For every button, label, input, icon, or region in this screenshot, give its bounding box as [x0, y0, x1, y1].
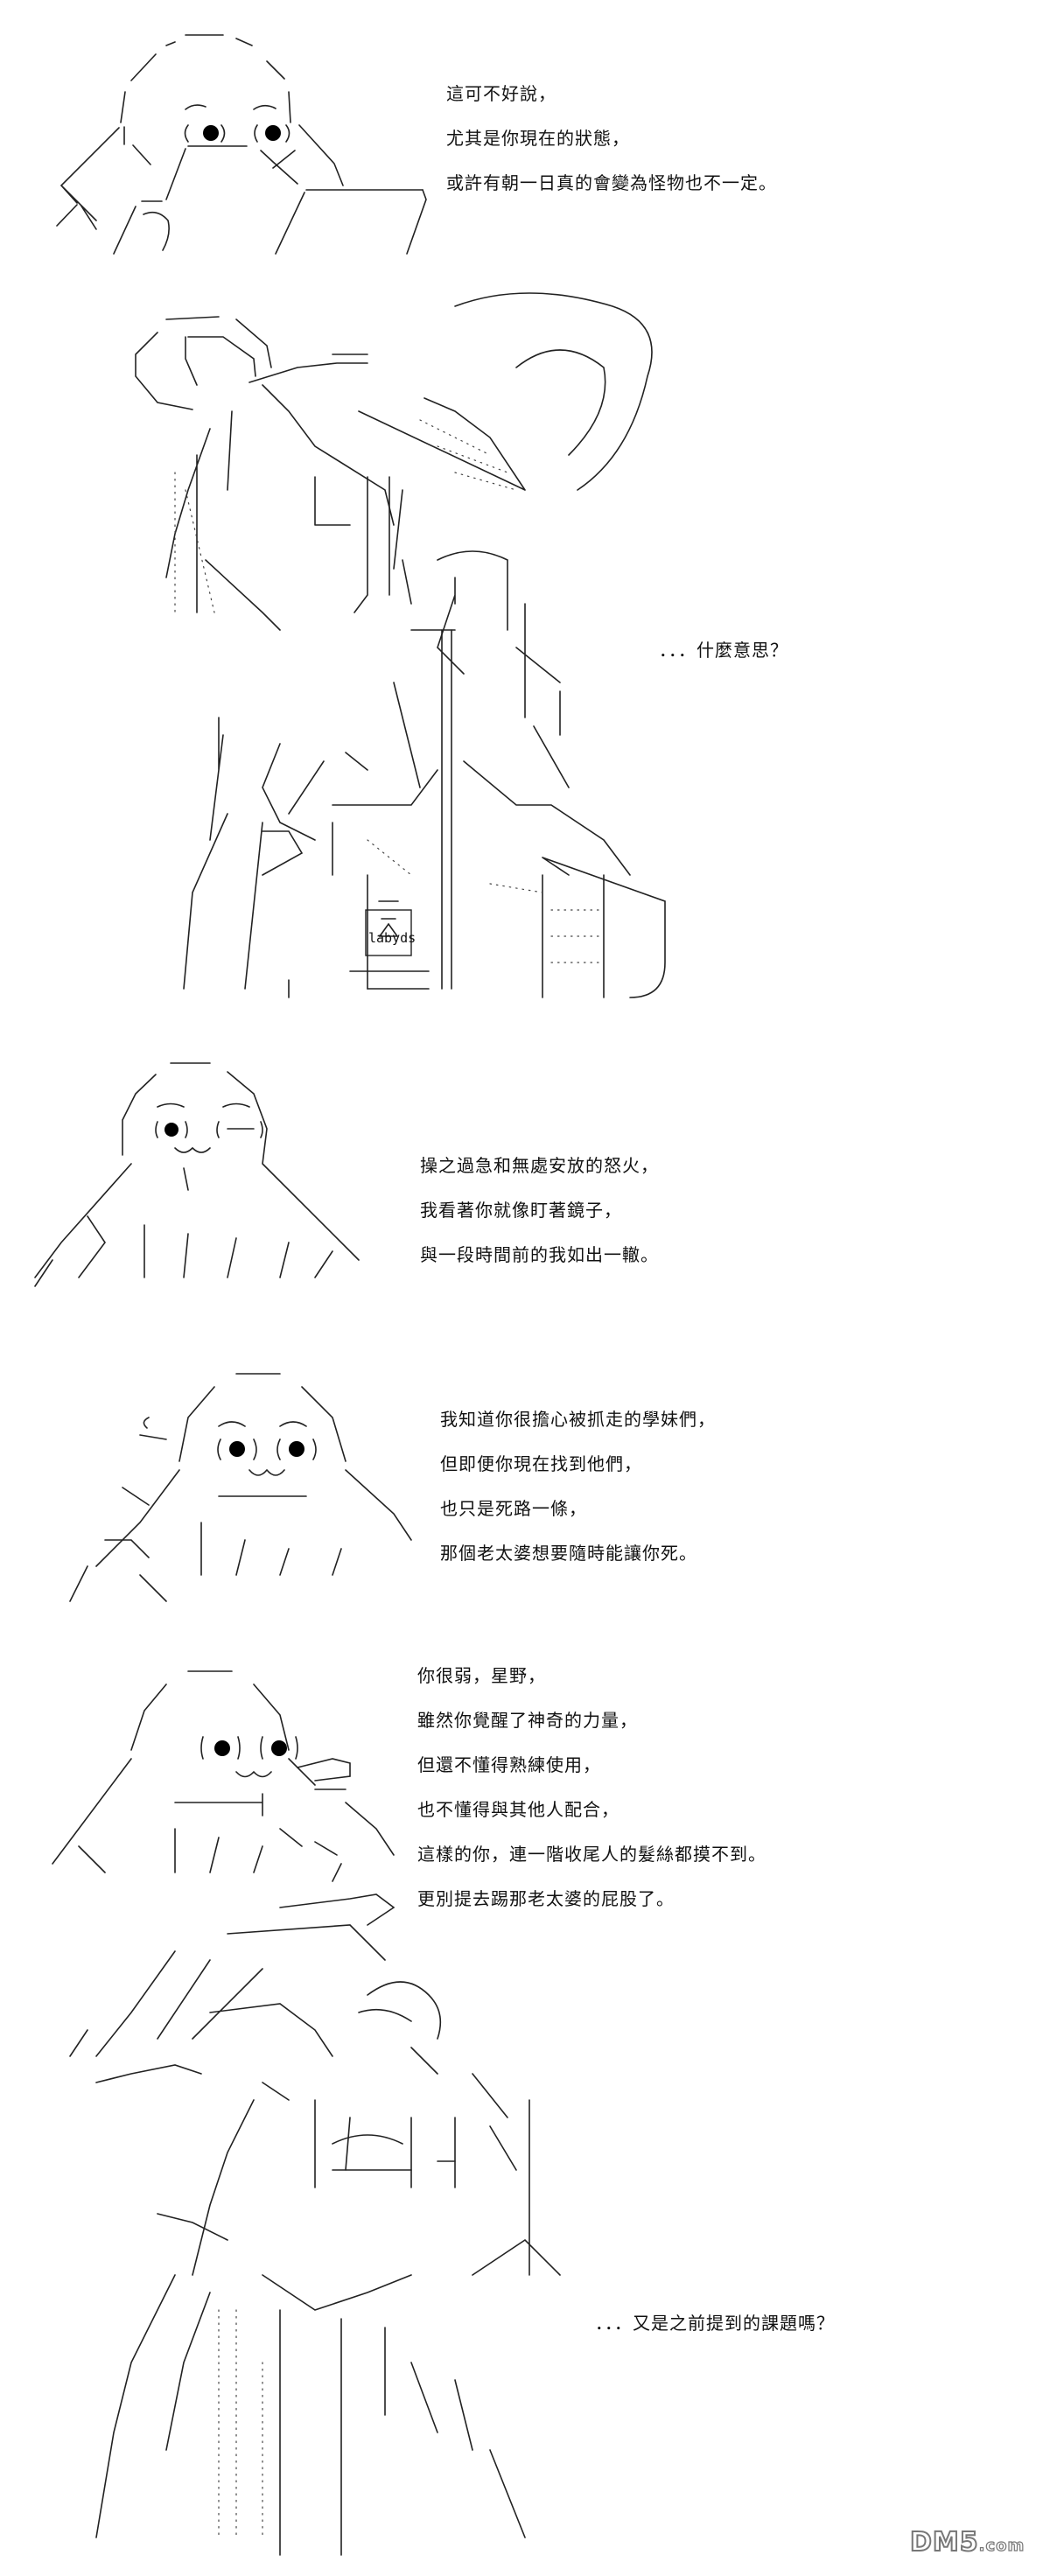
eye-icon	[271, 1740, 287, 1756]
dialogue-line: 我看著你就像盯著鏡子，	[420, 1200, 622, 1221]
figure-1-character-at-laptop	[56, 34, 427, 255]
dialogue-line: 也不懂得與其他人配合，	[417, 1799, 620, 1820]
dialogue-line: 尤其是你現在的狀態，	[446, 128, 630, 149]
dialogue-line: 操之過急和無處安放的怒火，	[420, 1155, 659, 1176]
dialogue-line: 那個老太婆想要隨時能讓你死。	[440, 1543, 697, 1564]
dialogue-panel-6: ．．．又是之前提到的課題嗎？	[595, 2301, 835, 2346]
eye-icon	[289, 1441, 304, 1457]
dialogue-line: 你很弱，星野，	[417, 1665, 546, 1686]
dialogue-line: 與一段時間前的我如出一轍。	[420, 1244, 659, 1265]
dialogue-line: 也只是死路一條，	[440, 1498, 587, 1519]
eye-icon	[164, 1123, 178, 1137]
dialogue-line: 我知道你很擔心被抓走的學妹們，	[440, 1409, 716, 1430]
dialogue-line: 更別提去踢那老太婆的屁股了。	[417, 1888, 675, 1909]
figure-6-character-with-hat	[69, 1894, 561, 2556]
dialogue-line: 這樣的你，連一階收尾人的髮絲都摸不到。	[417, 1844, 766, 1865]
dialogue-panel-4: 我知道你很擔心被抓走的學妹們， 但即便你現在找到他們， 也只是死路一條， 那個老…	[440, 1398, 716, 1577]
dialogue-line: ．．．什麼意思？	[659, 640, 788, 661]
dialogue-line: ．．．又是之前提到的課題嗎？	[595, 2313, 835, 2334]
dialogue-panel-2: ．．．什麼意思？	[659, 628, 788, 673]
eye-icon	[229, 1441, 245, 1457]
dm5-watermark-logo: DM5.com	[909, 2526, 1026, 2558]
figure-4-character-smiling	[69, 1373, 412, 1602]
figure-3-character-frowning	[34, 1062, 360, 1287]
bag-label-text: labyds	[368, 930, 416, 946]
watermark-suffix: .com	[978, 2536, 1026, 2555]
figure-5-character-pointing	[52, 1670, 395, 1882]
dialogue-panel-5: 你很弱，星野， 雖然你覺醒了神奇的力量， 但還不懂得熟練使用， 也不懂得與其他人…	[417, 1654, 766, 1922]
eye-icon	[203, 125, 219, 141]
figure-2-girl-with-hat	[135, 292, 666, 998]
dialogue-line: 但即便你現在找到他們，	[440, 1453, 642, 1474]
watermark-main: DM5	[909, 2526, 979, 2558]
eye-icon	[265, 125, 281, 141]
dialogue-line: 雖然你覺醒了神奇的力量，	[417, 1710, 638, 1731]
dialogue-panel-3: 操之過急和無處安放的怒火， 我看著你就像盯著鏡子， 與一段時間前的我如出一轍。	[420, 1144, 659, 1278]
dialogue-line: 或許有朝一日真的會變為怪物也不一定。	[446, 172, 777, 193]
dialogue-panel-1: 這可不好說， 尤其是你現在的狀態， 或許有朝一日真的會變為怪物也不一定。	[446, 72, 777, 206]
eye-icon	[214, 1740, 230, 1756]
dialogue-line: 但還不懂得熟練使用，	[417, 1754, 601, 1775]
dialogue-line: 這可不好說，	[446, 83, 556, 104]
